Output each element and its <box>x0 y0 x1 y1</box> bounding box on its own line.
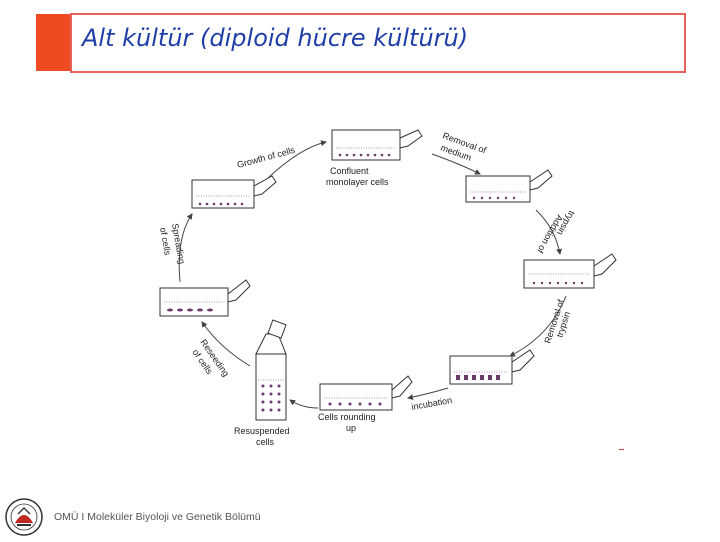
arrow-reseeding <box>201 321 251 367</box>
flask-trypsin <box>523 253 617 289</box>
label-resuspended-1: Resuspended <box>234 426 290 436</box>
flask-confluent <box>331 129 423 161</box>
flask-rounding <box>319 375 413 411</box>
label-spreading-2: of cells <box>158 227 173 257</box>
university-seal-icon <box>4 497 44 537</box>
subculture-diagram: Confluent monolayer cells Growth of cell… <box>150 118 630 458</box>
flask-spreading <box>159 279 251 317</box>
arrow-incubation <box>407 387 449 400</box>
flask-growth <box>191 175 277 209</box>
arrow-growth <box>267 140 327 179</box>
flask-removal-medium <box>465 169 553 203</box>
label-incubation: incubation <box>411 395 453 412</box>
label-rounding-2: up <box>346 423 356 433</box>
flask-incubation <box>449 349 535 385</box>
label-rounding-1: Cells rounding <box>318 412 376 422</box>
arrow-removal-trypsin <box>509 295 567 357</box>
arrow-removal-medium <box>431 153 481 175</box>
subculture-cycle-figure: Confluent monolayer cells Growth of cell… <box>158 129 617 447</box>
arrow-rounding <box>289 399 319 409</box>
label-confluent-1: Confluent <box>330 166 369 176</box>
tube-resuspended <box>255 319 287 421</box>
label-confluent-2: monolayer cells <box>326 177 389 187</box>
slide-title: Alt kültür (diploid hücre kültürü) <box>82 24 469 52</box>
title-box: Alt kültür (diploid hücre kültürü) <box>70 13 686 73</box>
arrow-spreading <box>178 213 193 283</box>
arrow-addition-trypsin <box>535 209 563 255</box>
label-resuspended-2: cells <box>256 437 275 447</box>
footer-department: OMÜ I Moleküler Biyoloji ve Genetik Bölü… <box>54 511 261 523</box>
label-growth: Growth of cells <box>236 145 297 170</box>
title-accent-bar <box>36 14 70 71</box>
slide-mark <box>619 449 624 450</box>
